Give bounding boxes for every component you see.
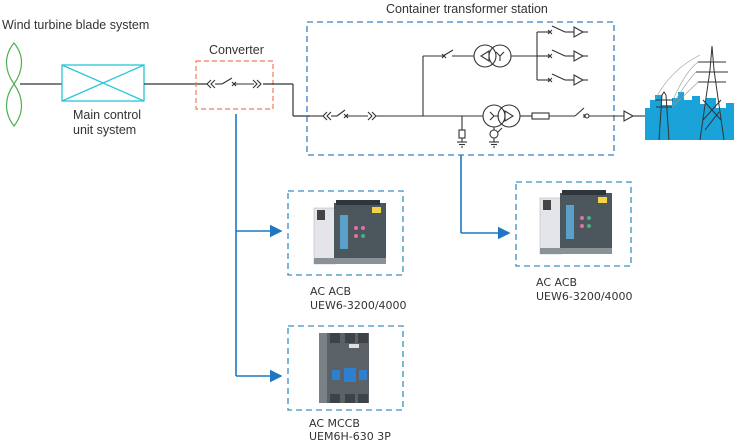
product-model-label: UEW6-3200/4000 xyxy=(536,290,633,303)
station-branch-arrow xyxy=(460,155,511,240)
product-model-label: UEM6H-630 3P xyxy=(309,430,391,443)
product-card-mccb[interactable]: AC MCCB UEM6H-630 3P xyxy=(287,325,404,443)
converter-branch-arrows xyxy=(235,114,283,383)
main-control-unit-icon xyxy=(61,64,145,102)
acb-breaker-icon xyxy=(313,200,386,265)
converter-label: Converter xyxy=(209,43,264,57)
container-station-label: Container transformer station xyxy=(386,2,548,16)
mccb-breaker-icon xyxy=(319,333,369,403)
product-card-acb-1[interactable]: AC ACB UEW6-3200/4000 xyxy=(287,190,407,312)
feeder-outputs xyxy=(536,25,588,86)
product-type-label: AC ACB xyxy=(536,276,577,289)
power-grid-icon xyxy=(645,45,734,141)
wind-turbine-label: Wind turbine blade system xyxy=(2,18,149,32)
product-model-label: UEW6-3200/4000 xyxy=(310,299,407,312)
transformer-icon xyxy=(473,44,537,68)
turbine-blade-icon xyxy=(5,42,23,127)
converter-box xyxy=(195,60,274,110)
main-control-label-line1: Main control xyxy=(73,108,141,122)
product-card-acb-2[interactable]: AC ACB UEW6-3200/4000 xyxy=(515,181,633,303)
output-transformer-icon xyxy=(482,104,647,148)
product-type-label: AC ACB xyxy=(310,285,351,298)
product-type-label: AC MCCB xyxy=(309,417,360,430)
station-bus-line xyxy=(307,49,483,148)
main-control-label-line2: unit system xyxy=(73,123,136,137)
acb-breaker-icon xyxy=(539,190,612,255)
converter-switch-icon xyxy=(206,77,262,89)
container-station-box xyxy=(306,21,615,156)
